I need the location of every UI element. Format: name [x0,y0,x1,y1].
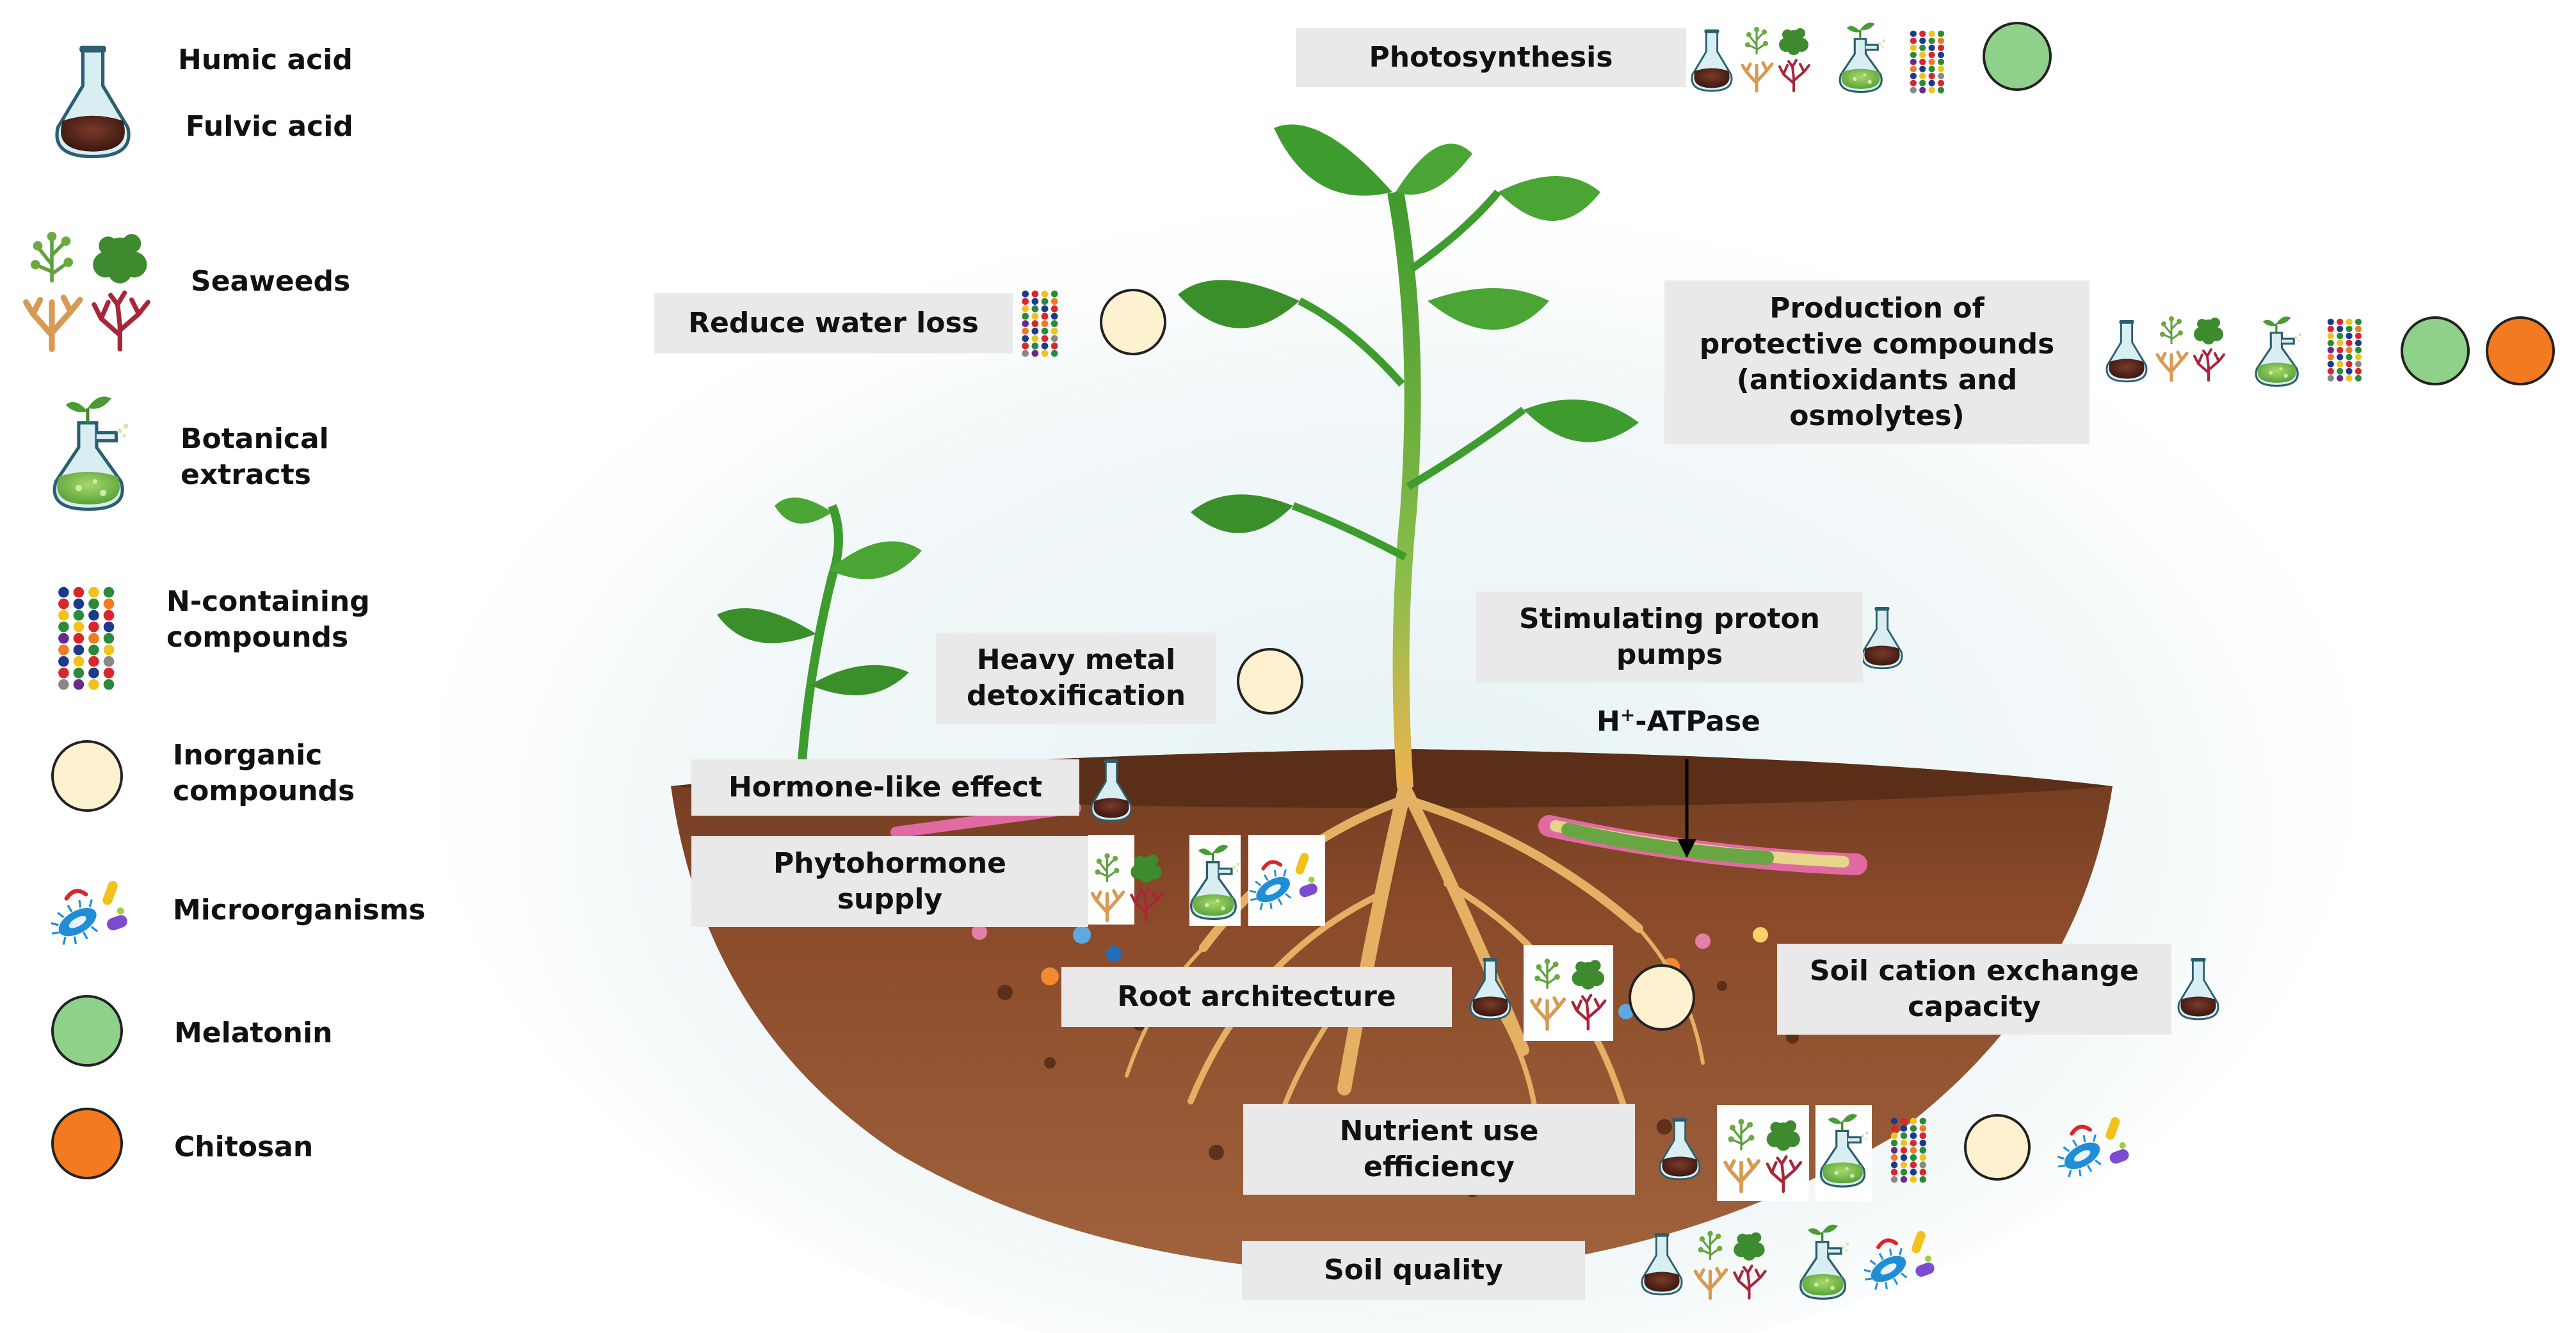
seaweeds-icon [2157,316,2224,380]
atpase-arrowhead [1677,839,1696,858]
effect-root-architecture: Root architecture [1061,967,1452,1027]
inorganic-circle-icon [1100,289,1166,355]
effect-cation-exchange: Soil cation exchange capacity [1777,944,2171,1035]
flask-humic-icon [57,46,129,157]
legend-microorganisms-label: Microorganisms [173,894,426,926]
main-plant [1178,124,1639,788]
effect-reduce-water-loss: Reduce water loss [654,293,1013,353]
flask-humic-icon [1691,28,1733,92]
microorganisms-icon [44,880,129,953]
n-compounds-icon [58,586,115,690]
small-plant [717,497,922,788]
melatonin-circle-icon [51,995,123,1067]
n-compounds-icon [1910,30,1945,93]
legend-chitosan-label: Chitosan [174,1131,314,1163]
seaweeds-icon [1743,27,1809,91]
legend-humic-label: Humic acid [178,44,353,76]
chitosan-circle-icon [51,1108,123,1179]
effect-phytohormone: Phytohormone supply [691,836,1088,927]
legend-inorganic-label: Inorganic compounds [173,739,355,807]
atpase-label: H+-ATPase [1597,704,1760,738]
inorganic-circle-icon [1629,964,1695,1031]
effect-proton-pumps: Stimulating proton pumps [1476,592,1863,683]
botanical-flask-icon [1839,21,1887,93]
legend-fulvic-label: Fulvic acid [186,110,353,143]
botanical-flask-icon [2255,315,2303,387]
leaf [1274,124,1392,196]
legend-nitrogen-label: N-containing compounds [166,585,370,654]
phytohormone-icons [1088,835,1325,926]
legend-seaweeds-label: Seaweeds [191,265,351,298]
effect-heavy-metal: Heavy metal detoxification [936,633,1216,723]
inorganic-circle-icon [1964,1114,2031,1181]
effect-soil-quality: Soil quality [1242,1241,1585,1300]
nutrient-use-icons [1659,1105,2130,1201]
melatonin-circle-icon [1983,22,2052,91]
inorganic-circle-icon [51,740,123,812]
legend-melatonin-label: Melatonin [174,1017,333,1049]
melatonin-circle-icon [2401,316,2470,385]
protective-icons [2105,315,2555,387]
water-loss-icons [1022,289,1166,357]
flask-humic-icon [2105,319,2148,383]
chitosan-circle-icon [2486,316,2555,385]
root-membrane [890,802,1867,875]
effect-hormone-like: Hormone-like effect [691,759,1079,816]
effect-photosynthesis: Photosynthesis [1296,28,1686,87]
seaweeds-icon [26,232,149,349]
photosynthesis-icons [1691,21,2052,93]
inorganic-circle-icon [1237,648,1303,715]
botanical-flask-icon [54,396,128,509]
n-compounds-icon [2327,318,2362,382]
legend-botanical-label: Botanical extracts [181,423,329,491]
effect-nutrient-use: Nutrient use efficiency [1243,1104,1635,1195]
effect-protective-compounds: Production of protective compounds (anti… [1664,280,2089,444]
root-architecture-icons [1469,945,1695,1041]
legend-icons [26,46,149,1179]
